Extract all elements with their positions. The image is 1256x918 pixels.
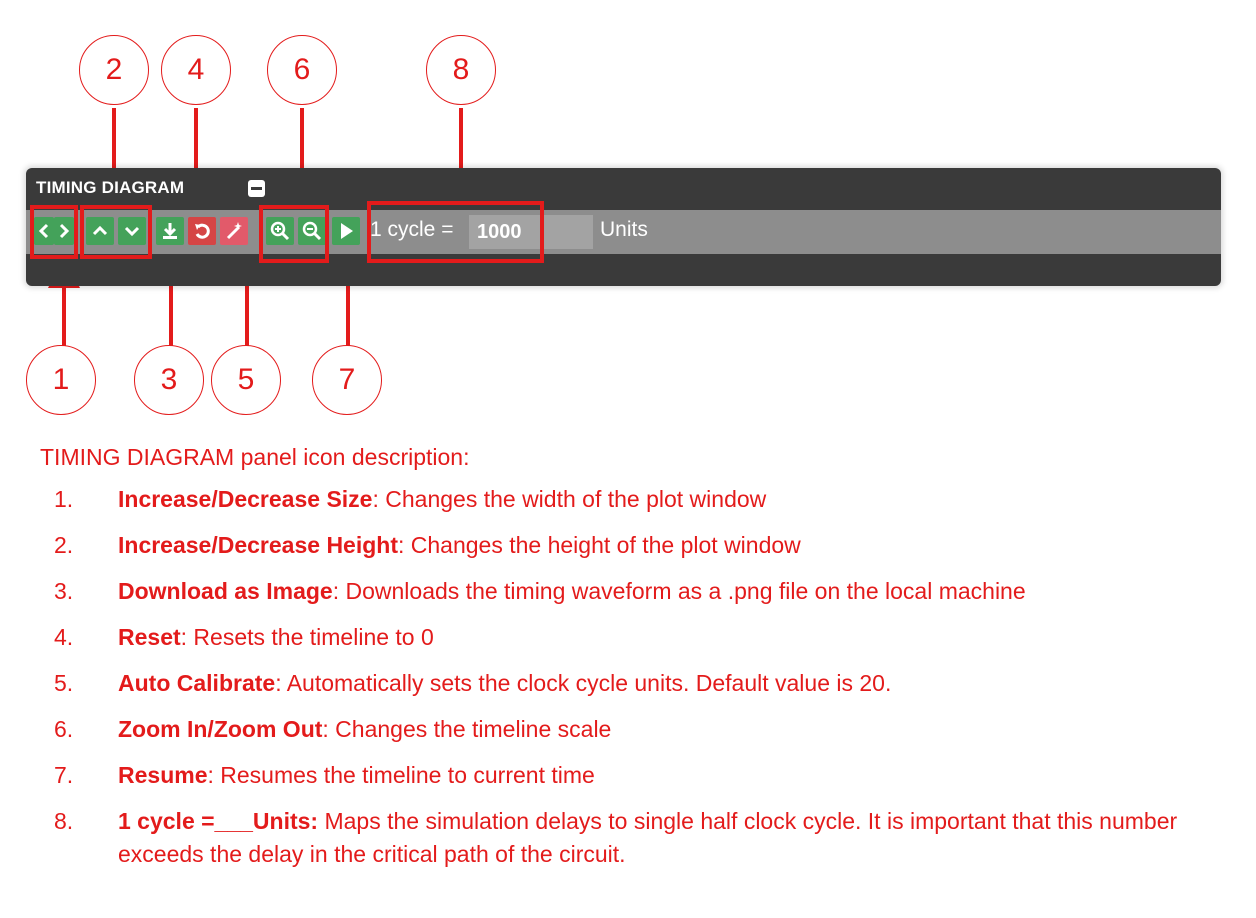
item-term: Reset: [118, 624, 181, 650]
description-heading: TIMING DIAGRAM panel icon description:: [40, 444, 470, 470]
item-text: : Automatically sets the clock cycle uni…: [275, 670, 892, 696]
item-text: : Resets the timeline to 0: [180, 624, 434, 650]
download-image-button[interactable]: [156, 217, 184, 245]
description-list: 1. Increase/Decrease Size: Changes the wi…: [40, 483, 1250, 871]
chevron-right-icon: [59, 223, 70, 239]
callout-3: 3: [134, 345, 204, 415]
callout-5: 5: [211, 345, 281, 415]
item-term: Resume: [118, 762, 208, 788]
list-item: 8. 1 cycle =___Units: Maps the simulation…: [40, 805, 1250, 871]
cycle-label: 1 cycle =: [370, 218, 454, 241]
list-item: 4. Reset: Resets the timeline to 0: [40, 621, 1250, 654]
item-term: Increase/Decrease Size: [118, 486, 373, 512]
list-item: 7. Resume: Resumes the timeline to curren…: [40, 759, 1250, 792]
reset-icon: [195, 223, 210, 239]
play-icon: [341, 223, 353, 239]
callout-6: 6: [267, 35, 337, 105]
item-term: Zoom In/Zoom Out: [118, 716, 323, 742]
decrease-height-button[interactable]: [118, 217, 146, 245]
item-text: Maps the simulation delays to single hal…: [118, 808, 1178, 867]
callout-2: 2: [79, 35, 149, 105]
item-number: 2.: [54, 532, 74, 558]
item-term: Download as Image: [118, 578, 333, 604]
auto-calibrate-button[interactable]: [220, 217, 248, 245]
list-item: 3. Download as Image: Downloads the timin…: [40, 575, 1250, 608]
callout-8: 8: [426, 35, 496, 105]
item-number: 6.: [54, 716, 74, 742]
list-item: 2. Increase/Decrease Height: Changes the …: [40, 529, 1250, 562]
list-item: 6. Zoom In/Zoom Out: Changes the timeline…: [40, 713, 1250, 746]
item-number: 1.: [54, 486, 74, 512]
item-number: 4.: [54, 624, 74, 650]
zoom-out-button[interactable]: [298, 217, 326, 245]
item-number: 8.: [54, 808, 74, 834]
highlight-zoom-buttons: [259, 205, 329, 263]
icon-description: TIMING DIAGRAM panel icon description: 1…: [40, 446, 1250, 884]
timing-toolbar: 1 cycle = Units: [26, 210, 1221, 254]
highlight-height-buttons: [80, 205, 152, 259]
cycle-units-input[interactable]: [469, 215, 593, 249]
download-icon: [163, 223, 177, 239]
decrease-size-button[interactable]: [34, 217, 54, 245]
item-number: 7.: [54, 762, 74, 788]
chevron-down-icon: [124, 226, 140, 237]
zoom-out-icon: [302, 221, 322, 241]
chevron-up-icon: [92, 225, 108, 236]
item-text: : Changes the timeline scale: [322, 716, 612, 742]
reset-button[interactable]: [188, 217, 216, 245]
item-term: Increase/Decrease Height: [118, 532, 398, 558]
increase-height-button[interactable]: [86, 217, 114, 245]
item-number: 5.: [54, 670, 74, 696]
item-term: 1 cycle =___Units:: [118, 808, 319, 834]
item-number: 3.: [54, 578, 74, 604]
callout-4: 4: [161, 35, 231, 105]
chevron-left-icon: [38, 223, 49, 239]
timing-diagram-panel: TIMING DIAGRAM: [26, 168, 1221, 286]
magic-wand-icon: [226, 222, 242, 240]
callout-7: 7: [312, 345, 382, 415]
highlight-cycle-field: [367, 201, 544, 263]
item-text: : Downloads the timing waveform as a .pn…: [332, 578, 1026, 604]
units-label: Units: [600, 218, 648, 241]
item-text: : Changes the width of the plot window: [372, 486, 767, 512]
resume-button[interactable]: [332, 217, 360, 245]
item-text: : Changes the height of the plot window: [398, 532, 801, 558]
zoom-in-button[interactable]: [266, 217, 294, 245]
highlight-size-buttons: [30, 205, 78, 259]
list-item: 5. Auto Calibrate: Automatically sets the…: [40, 667, 1250, 700]
item-text: : Resumes the timeline to current time: [207, 762, 595, 788]
zoom-in-icon: [270, 221, 290, 241]
increase-size-button[interactable]: [54, 217, 74, 245]
collapse-icon[interactable]: [248, 180, 265, 197]
list-item: 1. Increase/Decrease Size: Changes the wi…: [40, 483, 1250, 516]
item-term: Auto Calibrate: [118, 670, 276, 696]
callout-1: 1: [26, 345, 96, 415]
panel-title: TIMING DIAGRAM: [36, 178, 185, 197]
